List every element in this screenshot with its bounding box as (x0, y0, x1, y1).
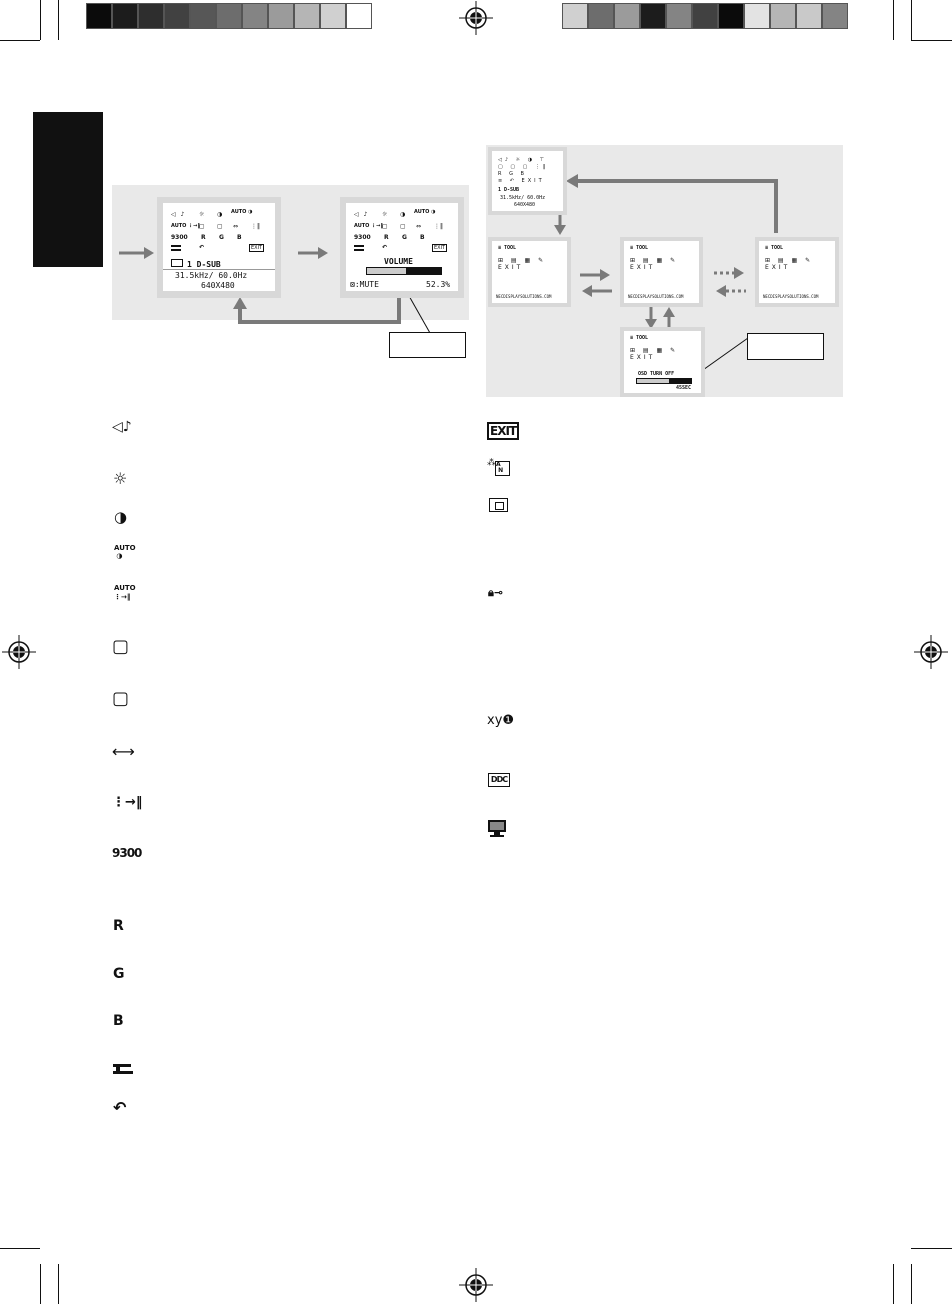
osd-turn-off-menu: ≡ TOOL ⊞ ▤ ▦ ✎ EXIT OSD TURN OFF 45SEC (620, 327, 705, 397)
registration-mark-icon (459, 1268, 493, 1302)
osd-tool-menu-3: ≡ TOOL ⊞ ▤ ▦ ✎ EXIT NECDISPLAYSOLUTIONS.… (755, 237, 839, 307)
contrast-icon: ◑ (217, 211, 223, 218)
osd-turn-off-time: 45SEC (676, 385, 692, 391)
color-swatch (744, 3, 770, 29)
tool-icon (171, 245, 181, 251)
color-swatch (268, 3, 294, 29)
osd-main-menu-small: ◁♪ ☼ ◑ ⊤▢ ▢ ▢ ⋮‖R G B≡ ↶ EXIT 1 D-SUB 31… (488, 147, 567, 215)
color-swatch (614, 3, 640, 29)
tool-icon (113, 1064, 133, 1076)
osd-frequency: 31.5kHz/ 60.0Hz (175, 271, 248, 280)
down-up-icon: ▢ (112, 688, 130, 709)
crop-mark (0, 40, 40, 41)
fine-icon: ⋮→‖ (112, 795, 143, 810)
crop-mark (911, 1248, 952, 1249)
volume-bar (366, 267, 442, 275)
language-tab (33, 112, 103, 267)
brightness-icon: ☼ (199, 211, 205, 218)
contrast-icon: ◑ (114, 508, 128, 526)
osd-main-menu: ◁♪ ☼ ◑ AUTO ◑ AUTO ⋮→‖ ▢ ▢ ⇔ ⋮‖ 9300 R G… (157, 197, 281, 298)
crop-mark (58, 1264, 59, 1304)
color-swatch (666, 3, 692, 29)
reset-icon: ↶ (113, 1098, 127, 1117)
auto-adjust-icon: AUTO⋮→‖ (114, 584, 136, 601)
down-up-icon: ▢ (217, 223, 223, 230)
crop-mark (40, 1264, 41, 1304)
registration-mark-icon (914, 635, 948, 669)
osd-icons-row-1: ◁♪ (171, 211, 190, 218)
blue-icon: B (237, 234, 242, 241)
exit-icon: EXIT (249, 244, 265, 252)
exit-icon: EXIT (487, 422, 520, 440)
color-swatch (320, 3, 346, 29)
registration-mark-icon (2, 635, 36, 669)
color-temp-icon: 9300 (112, 846, 142, 860)
red-icon: R (201, 234, 206, 241)
color-calibration-bar-left (86, 3, 372, 29)
left-right-icon: ▢ (199, 223, 205, 230)
osd-position-icon (489, 498, 508, 512)
auto-contrast-icon: AUTO ◑ (231, 209, 253, 215)
crop-mark (893, 1264, 894, 1304)
osd-lock-icon: 🔒︎⊸ (488, 586, 504, 599)
color-calibration-bar-right (562, 3, 848, 29)
color-swatch (770, 3, 796, 29)
color-swatch (294, 3, 320, 29)
crop-mark (40, 0, 41, 40)
color-swatch (164, 3, 190, 29)
callout-box (389, 332, 466, 358)
color-swatch (588, 3, 614, 29)
color-swatch (692, 3, 718, 29)
crop-mark (911, 1264, 912, 1304)
blue-icon: B (113, 1013, 124, 1029)
left-diagram-arrows (119, 247, 431, 334)
auto-adjust-icon: AUTO ⋮→‖ (171, 223, 200, 229)
color-swatch (346, 3, 372, 29)
osd-tool-menu-2: ≡ TOOL ⊞ ▤ ▦ ✎ EXIT NECDISPLAYSOLUTIONS.… (620, 237, 703, 307)
volume-value: 52.3% (426, 280, 451, 289)
registration-mark-icon (459, 1, 493, 35)
color-swatch (86, 3, 112, 29)
fine-icon: ⋮‖ (251, 223, 260, 230)
crop-mark (911, 0, 912, 40)
left-right-icon: ▢ (112, 636, 130, 657)
color-swatch (242, 3, 268, 29)
xy-info-icon: xy❶ (487, 713, 515, 728)
crop-mark (911, 40, 952, 41)
crop-mark (0, 1248, 40, 1249)
h-size-icon: ⇔ (233, 223, 239, 230)
color-swatch (562, 3, 588, 29)
color-swatch (718, 3, 744, 29)
right-diagram-arrows (554, 174, 778, 383)
color-swatch (640, 3, 666, 29)
color-swatch (822, 3, 848, 29)
osd-resolution: 640X480 (201, 281, 235, 290)
h-size-icon: ⟷ (112, 742, 135, 761)
brightness-icon: ☼ (113, 469, 128, 488)
crop-mark (893, 0, 894, 40)
color-swatch (796, 3, 822, 29)
ddc-ci-icon: DDC (488, 773, 510, 787)
volume-mute-label: ⊠:MUTE (350, 280, 379, 289)
volume-title: VOLUME (384, 257, 413, 266)
callout-box (747, 333, 824, 360)
monitor-info-icon (488, 820, 506, 838)
color-swatch (112, 3, 138, 29)
osd-turn-off-label: OSD TURN OFF (638, 371, 675, 377)
auto-contrast-icon: AUTO ◑ (114, 544, 136, 560)
green-icon: G (219, 234, 224, 241)
color-temp-icon: 9300 (171, 234, 188, 241)
language-icon: ⁂ A N (487, 458, 510, 476)
osd-input-label: 1 D-SUB (171, 259, 221, 269)
reset-icon: ↶ (199, 244, 205, 251)
osd-tool-menu-1: ≡ TOOL ⊞ ▤ ▦ ✎ EXIT NECDISPLAYSOLUTIONS.… (488, 237, 571, 307)
crop-mark (58, 0, 59, 40)
red-icon: R (113, 918, 124, 934)
color-swatch (216, 3, 242, 29)
green-icon: G (113, 966, 125, 982)
osd-volume-menu: ◁♪ ☼ ◑ AUTO ◑ AUTO ⋮→‖ ▢ ▢ ⇔ ⋮‖ 9300 R G… (340, 197, 464, 298)
color-swatch (138, 3, 164, 29)
volume-icon: ◁♪ (112, 419, 132, 435)
color-swatch (190, 3, 216, 29)
